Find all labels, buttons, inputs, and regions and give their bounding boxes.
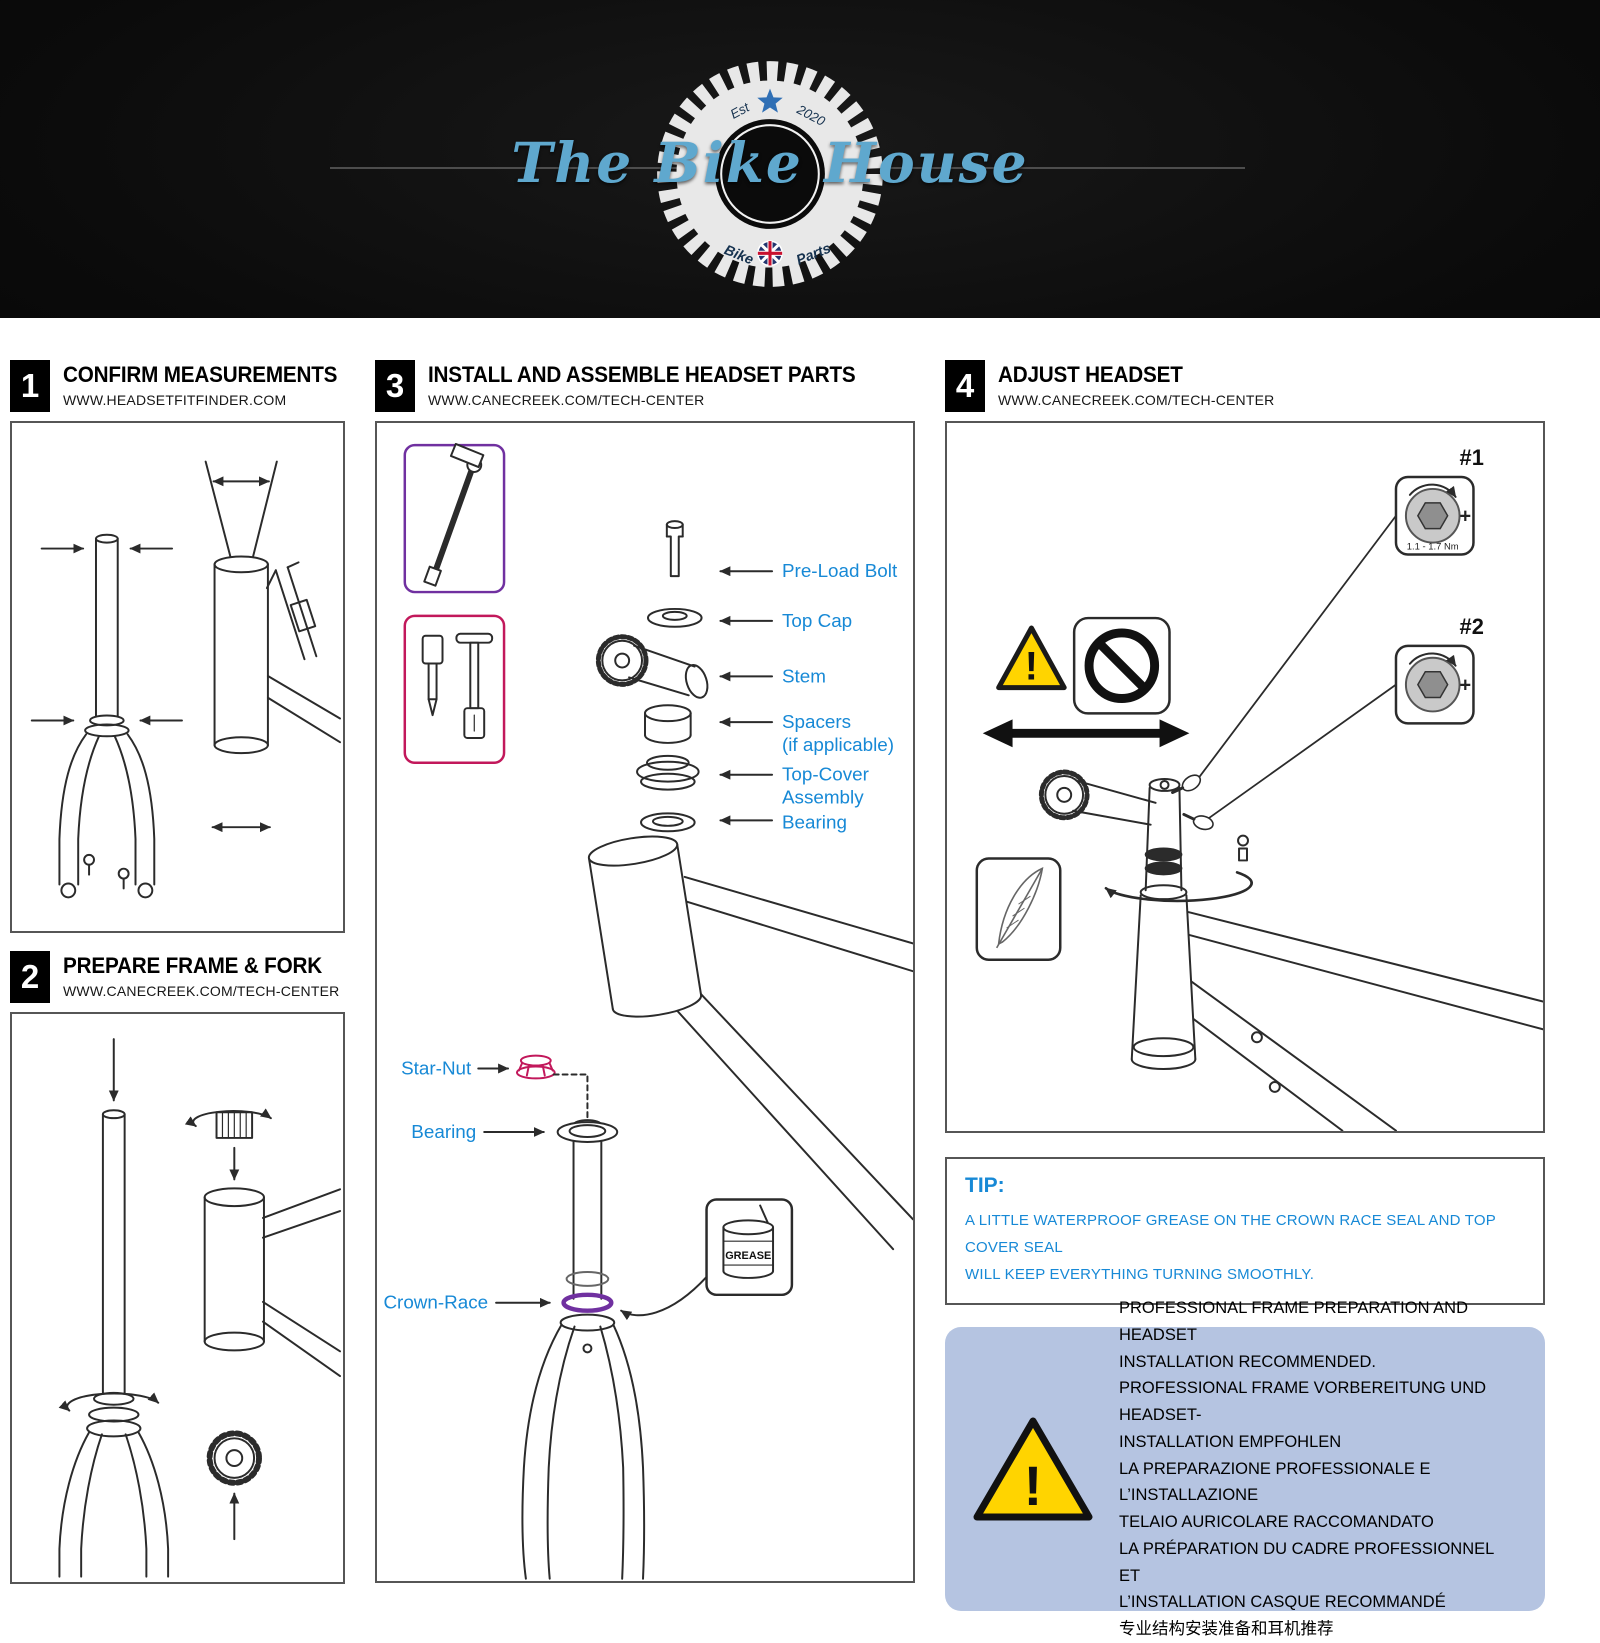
section1-title: CONFIRM MEASUREMENTS bbox=[63, 362, 338, 387]
grease-can-icon: GREASE bbox=[620, 1198, 794, 1321]
notice-text: PROFESSIONAL FRAME PREPARATION AND HEADS… bbox=[1119, 1295, 1519, 1642]
part-labels: Pre-Load Bolt Top Cap Stem Spacers (if a… bbox=[719, 560, 898, 832]
spacers-part bbox=[644, 704, 692, 744]
column-right: 4 ADJUST HEADSET WWW.CANECREEK.COM/TECH-… bbox=[945, 360, 1545, 1638]
feather-icon bbox=[975, 857, 1062, 962]
notice-line: INSTALLATION RECOMMENDED. bbox=[1119, 1352, 1376, 1371]
cup-press-tool-box bbox=[403, 614, 506, 765]
section2-number: 2 bbox=[10, 951, 50, 1003]
measurement-diagram bbox=[30, 460, 342, 899]
plus-sign: + bbox=[1460, 675, 1472, 697]
step1-label: #1 bbox=[1460, 445, 1484, 470]
bearing-upper-part bbox=[640, 812, 696, 833]
label-stem: Stem bbox=[782, 665, 826, 686]
frame-tubes bbox=[653, 875, 913, 1251]
adjust-headset-diagram: #1 + 1.1 - 1.7 Nm #2 bbox=[975, 445, 1543, 1131]
tip-title: TIP: bbox=[965, 1174, 1005, 1197]
fork-assembly bbox=[521, 1119, 646, 1580]
tip-line-2: WILL KEEP EVERYTHING TURNING SMOOTHLY. bbox=[965, 1266, 1315, 1283]
steerer-measure-arrows bbox=[30, 543, 183, 726]
crown-race-press-drawing bbox=[206, 1430, 262, 1541]
double-arrow-icon bbox=[982, 719, 1190, 748]
headset-assembly-diagram: Pre-Load Bolt Top Cap Stem Spacers (if a… bbox=[383, 442, 913, 1580]
warning-triangle-icon: ! bbox=[996, 625, 1067, 691]
lower-labels: Star-Nut Bearing Crown-Race bbox=[383, 1057, 551, 1313]
notice-line: LA PREPARAZIONE PROFESSIONALE E L’INSTAL… bbox=[1119, 1459, 1431, 1505]
fork-steerer-drawing bbox=[58, 533, 156, 899]
step2-label: #2 bbox=[1460, 614, 1484, 639]
torque-value: 1.1 - 1.7 Nm bbox=[1407, 541, 1459, 552]
star-nut-setter-tool-box bbox=[403, 442, 506, 594]
star-icon bbox=[757, 88, 783, 113]
label-star-nut: Star-Nut bbox=[401, 1057, 472, 1078]
preload-bolt-part bbox=[665, 520, 684, 578]
pointer-lines bbox=[1192, 514, 1397, 822]
professional-installation-notice: ! PROFESSIONAL FRAME PREPARATION AND HEA… bbox=[945, 1299, 1545, 1638]
label-spacers: Spacers bbox=[782, 711, 851, 732]
svg-text:!: ! bbox=[1025, 645, 1038, 689]
label-bearing-upper: Bearing bbox=[782, 811, 847, 832]
label-grease: GREASE bbox=[725, 1250, 771, 1262]
label-bearing-lower: Bearing bbox=[411, 1121, 476, 1142]
section3-header: 3 INSTALL AND ASSEMBLE HEADSET PARTS WWW… bbox=[375, 360, 915, 412]
section3-diagram-box: Pre-Load Bolt Top Cap Stem Spacers (if a… bbox=[375, 421, 915, 1583]
section2-title: PREPARE FRAME & FORK bbox=[63, 953, 322, 978]
section4-diagram-box: #1 + 1.1 - 1.7 Nm #2 bbox=[945, 421, 1545, 1133]
top-cap-part bbox=[646, 607, 703, 628]
tip-box: TIP: A LITTLE WATERPROOF GREASE ON THE C… bbox=[945, 1157, 1545, 1305]
section3-number: 3 bbox=[375, 360, 415, 412]
section2-header: 2 PREPARE FRAME & FORK WWW.CANECREEK.COM… bbox=[10, 951, 345, 1003]
label-spacers-note: (if applicable) bbox=[782, 734, 894, 755]
star-nut-part bbox=[515, 1054, 589, 1120]
stem-part bbox=[595, 634, 709, 699]
label-top-cap: Top Cap bbox=[782, 610, 852, 631]
torque-step1-icon: #1 + 1.1 - 1.7 Nm bbox=[1394, 445, 1484, 556]
warning-triangle-icon: ! bbox=[973, 1417, 1093, 1521]
section4-title: ADJUST HEADSET bbox=[998, 362, 1183, 387]
head-tube bbox=[587, 835, 703, 1018]
column-middle: 3 INSTALL AND ASSEMBLE HEADSET PARTS WWW… bbox=[375, 360, 915, 1583]
label-top-cover-2: Assembly bbox=[782, 786, 864, 807]
header-banner: Est 2020 Bike Parts The Bike House bbox=[0, 0, 1600, 318]
tip-line-1: A LITTLE WATERPROOF GREASE ON THE CROWN … bbox=[965, 1212, 1496, 1256]
section3-url: WWW.CANECREEK.COM/TECH-CENTER bbox=[428, 392, 705, 408]
torque-step2-icon: #2 + bbox=[1394, 614, 1484, 725]
section1-header: 1 CONFIRM MEASUREMENTS WWW.HEADSETFITFIN… bbox=[10, 360, 345, 412]
notice-line: PROFESSIONAL FRAME VORBEREITUNG UND HEAD… bbox=[1119, 1379, 1487, 1425]
prepare-frame-fork-diagram bbox=[58, 1038, 342, 1578]
section2-diagram-box bbox=[10, 1012, 345, 1584]
label-top-cover-1: Top-Cover bbox=[782, 764, 869, 785]
section1-diagram-box bbox=[10, 421, 345, 933]
logo-title: The Bike House bbox=[511, 130, 1029, 195]
notice-line: TELAIO AURICOLARE RACCOMANDATO bbox=[1119, 1513, 1434, 1532]
pointing-hand-icons bbox=[1171, 774, 1214, 831]
plus-sign: + bbox=[1460, 506, 1472, 528]
stem-steerer-assembly bbox=[1038, 769, 1253, 1071]
uk-flag-icon bbox=[757, 240, 783, 267]
section3-title: INSTALL AND ASSEMBLE HEADSET PARTS bbox=[428, 362, 856, 387]
caliper-icon bbox=[265, 561, 318, 661]
chainring-logo-icon: Est 2020 Bike Parts bbox=[657, 61, 883, 287]
frame-tubes bbox=[1158, 911, 1543, 1131]
section4-header: 4 ADJUST HEADSET WWW.CANECREEK.COM/TECH-… bbox=[945, 360, 1545, 412]
column-left: 1 CONFIRM MEASUREMENTS WWW.HEADSETFITFIN… bbox=[10, 360, 345, 1584]
steerer-press-drawing bbox=[58, 1038, 170, 1578]
prohibition-icon bbox=[1072, 616, 1171, 715]
top-cover-part bbox=[636, 754, 700, 791]
notice-line: INSTALLATION EMPFOHLEN bbox=[1119, 1432, 1342, 1451]
section4-url: WWW.CANECREEK.COM/TECH-CENTER bbox=[998, 392, 1275, 408]
notice-line: 专业结构安装准备和耳机推荐 bbox=[1119, 1619, 1334, 1638]
section4-number: 4 bbox=[945, 360, 985, 412]
svg-text:!: ! bbox=[1024, 1454, 1043, 1517]
notice-line: PROFESSIONAL FRAME PREPARATION AND HEADS… bbox=[1119, 1299, 1469, 1345]
head-tube-drawing bbox=[204, 460, 342, 833]
section1-url: WWW.HEADSETFITFINDER.COM bbox=[63, 392, 287, 408]
label-preload-bolt: Pre-Load Bolt bbox=[782, 560, 898, 581]
notice-line: L’INSTALLATION CASQUE RECOMMANDÉ bbox=[1119, 1593, 1446, 1612]
notice-line: LA PRÉPARATION DU CADRE PROFESSIONNEL ET bbox=[1119, 1539, 1494, 1585]
section2-url: WWW.CANECREEK.COM/TECH-CENTER bbox=[63, 983, 340, 999]
label-crown-race: Crown-Race bbox=[383, 1292, 488, 1313]
section1-number: 1 bbox=[10, 360, 50, 412]
headtube-press-drawing bbox=[184, 1108, 342, 1378]
